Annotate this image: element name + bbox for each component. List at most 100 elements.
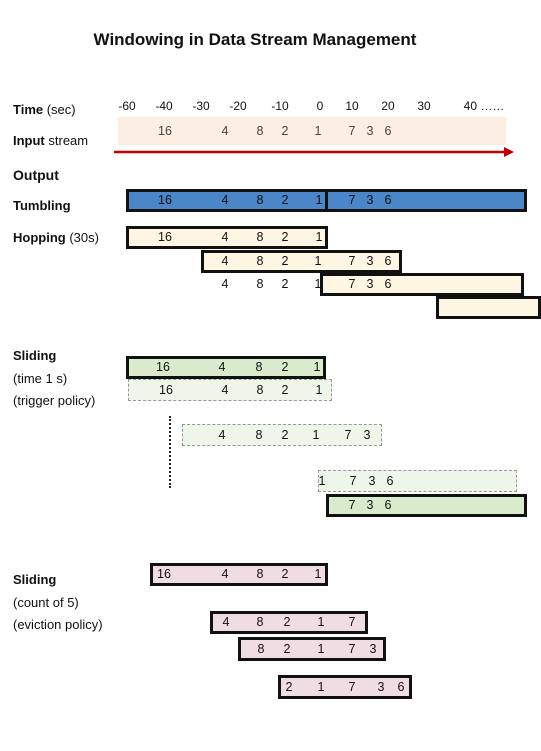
sliding-time-line3: (trigger policy) [13,393,96,408]
sliding-time-window-value: 4 [218,360,226,374]
sliding-count-window-value: 1 [317,680,325,694]
sliding-count-window-value: 3 [369,642,377,656]
hopping-window-value: 2 [281,277,289,291]
sliding-time-window-value: 2 [281,383,289,397]
sliding-count-window-value: 3 [377,680,385,694]
continuation-dots [169,416,171,488]
tumbling-window-value: 6 [384,193,392,207]
sliding-time-window-value: 1 [313,360,321,374]
tumbling-label-text: Tumbling [13,198,71,213]
sliding-count-window-value: 7 [348,615,356,629]
sliding-time-window-value: 3 [366,498,374,512]
sliding-time-window [182,424,382,446]
time-label: Time (sec) [13,102,76,117]
sliding-time-window-value: 16 [159,383,173,397]
output-heading: Output [13,167,59,183]
tumbling-window-value: 2 [281,193,289,207]
time-label-unit: (sec) [43,102,76,117]
tumbling-window [325,189,527,212]
sliding-count-window-value: 1 [314,567,322,581]
sliding-count-window-value: 2 [283,615,291,629]
hopping-label-rest: (30s) [65,230,99,245]
sliding-time-window-value: 3 [363,428,371,442]
sliding-time-window-value: 8 [256,383,264,397]
hopping-window [320,273,524,296]
time-arrow [114,147,514,157]
sliding-time-window-value: 7 [344,428,352,442]
input-value: 4 [221,124,229,138]
hopping-window-value: 6 [384,254,392,268]
tumbling-label: Tumbling [13,198,71,213]
time-tick: -60 [118,99,136,113]
hopping-label-bold: Hopping [13,230,66,245]
sliding-count-line3: (eviction policy) [13,617,103,632]
diagram-title: Windowing in Data Stream Management [93,30,417,49]
input-label-bold: Input [13,133,45,148]
sliding-time-label: Sliding [13,348,56,363]
sliding-count-window-value: 4 [221,567,229,581]
hopping-window-value: 4 [221,254,229,268]
hopping-window-value: 7 [348,254,356,268]
hopping-window-value: 6 [384,277,392,291]
sliding-count-window [150,563,328,586]
time-tick: 10 [345,99,359,113]
hopping-window-value: 8 [256,230,264,244]
sliding-count-window-value: 8 [256,615,264,629]
sliding-time-window-value: 8 [255,428,263,442]
tumbling-window-value: 7 [348,193,356,207]
sliding-time-label-bold: Sliding [13,348,57,363]
input-value: 7 [348,124,356,138]
time-tick: -20 [229,99,247,113]
time-tick: 40 …… [463,99,505,113]
hopping-window-value: 1 [314,277,322,291]
input-value: 1 [314,124,322,138]
sliding-count-window [210,611,368,634]
input-value: 16 [158,124,172,138]
sliding-count-window-value: 7 [348,642,356,656]
sliding-count-window-value: 7 [348,680,356,694]
sliding-count-window-value: 2 [283,642,291,656]
sliding-count-window-value: 16 [157,567,171,581]
sliding-count-label: Sliding [13,572,56,587]
sliding-time-window-value: 6 [384,498,392,512]
input-value: 3 [366,124,374,138]
hopping-window-value: 3 [366,277,374,291]
tumbling-window-value: 8 [256,193,264,207]
tumbling-window-value: 1 [315,193,323,207]
sliding-time-window-value: 6 [386,474,394,488]
time-tick: 30 [417,99,431,113]
sliding-time-window-value: 7 [349,474,357,488]
hopping-window-value: 1 [315,230,323,244]
sliding-count-window-value: 8 [257,642,265,656]
sliding-count-label-bold: Sliding [13,572,57,587]
sliding-count-window-value: 2 [285,680,293,694]
sliding-time-window-value: 4 [221,383,229,397]
hopping-window-value: 3 [366,254,374,268]
sliding-time-window-value: 1 [315,383,323,397]
sliding-count-window-value: 4 [222,615,230,629]
sliding-time-window-value: 16 [156,360,170,374]
input-value: 8 [256,124,264,138]
hopping-window-value: 8 [256,254,264,268]
input-value: 2 [281,124,289,138]
input-stream-band [118,117,506,145]
sliding-time-window-value: 1 [312,428,320,442]
tumbling-window-value: 16 [158,193,172,207]
hopping-window-value: 8 [256,277,264,291]
tumbling-window-value: 4 [221,193,229,207]
tumbling-window-value: 3 [366,193,374,207]
sliding-time-window-value: 1 [318,474,326,488]
sliding-count-window-value: 6 [397,680,405,694]
time-label-bold: Time [13,102,44,117]
sliding-count-window-value: 1 [317,642,325,656]
hopping-window-value: 2 [281,230,289,244]
time-tick: 0 [316,99,324,113]
sliding-count-window-value: 8 [256,567,264,581]
time-tick: -30 [192,99,210,113]
sliding-time-window-value: 4 [218,428,226,442]
hopping-label: Hopping (30s) [13,230,99,245]
sliding-time-window-value: 8 [255,360,263,374]
sliding-count-line2: (count of 5) [13,595,79,610]
sliding-count-window-value: 1 [317,615,325,629]
sliding-time-window-value: 2 [281,428,289,442]
